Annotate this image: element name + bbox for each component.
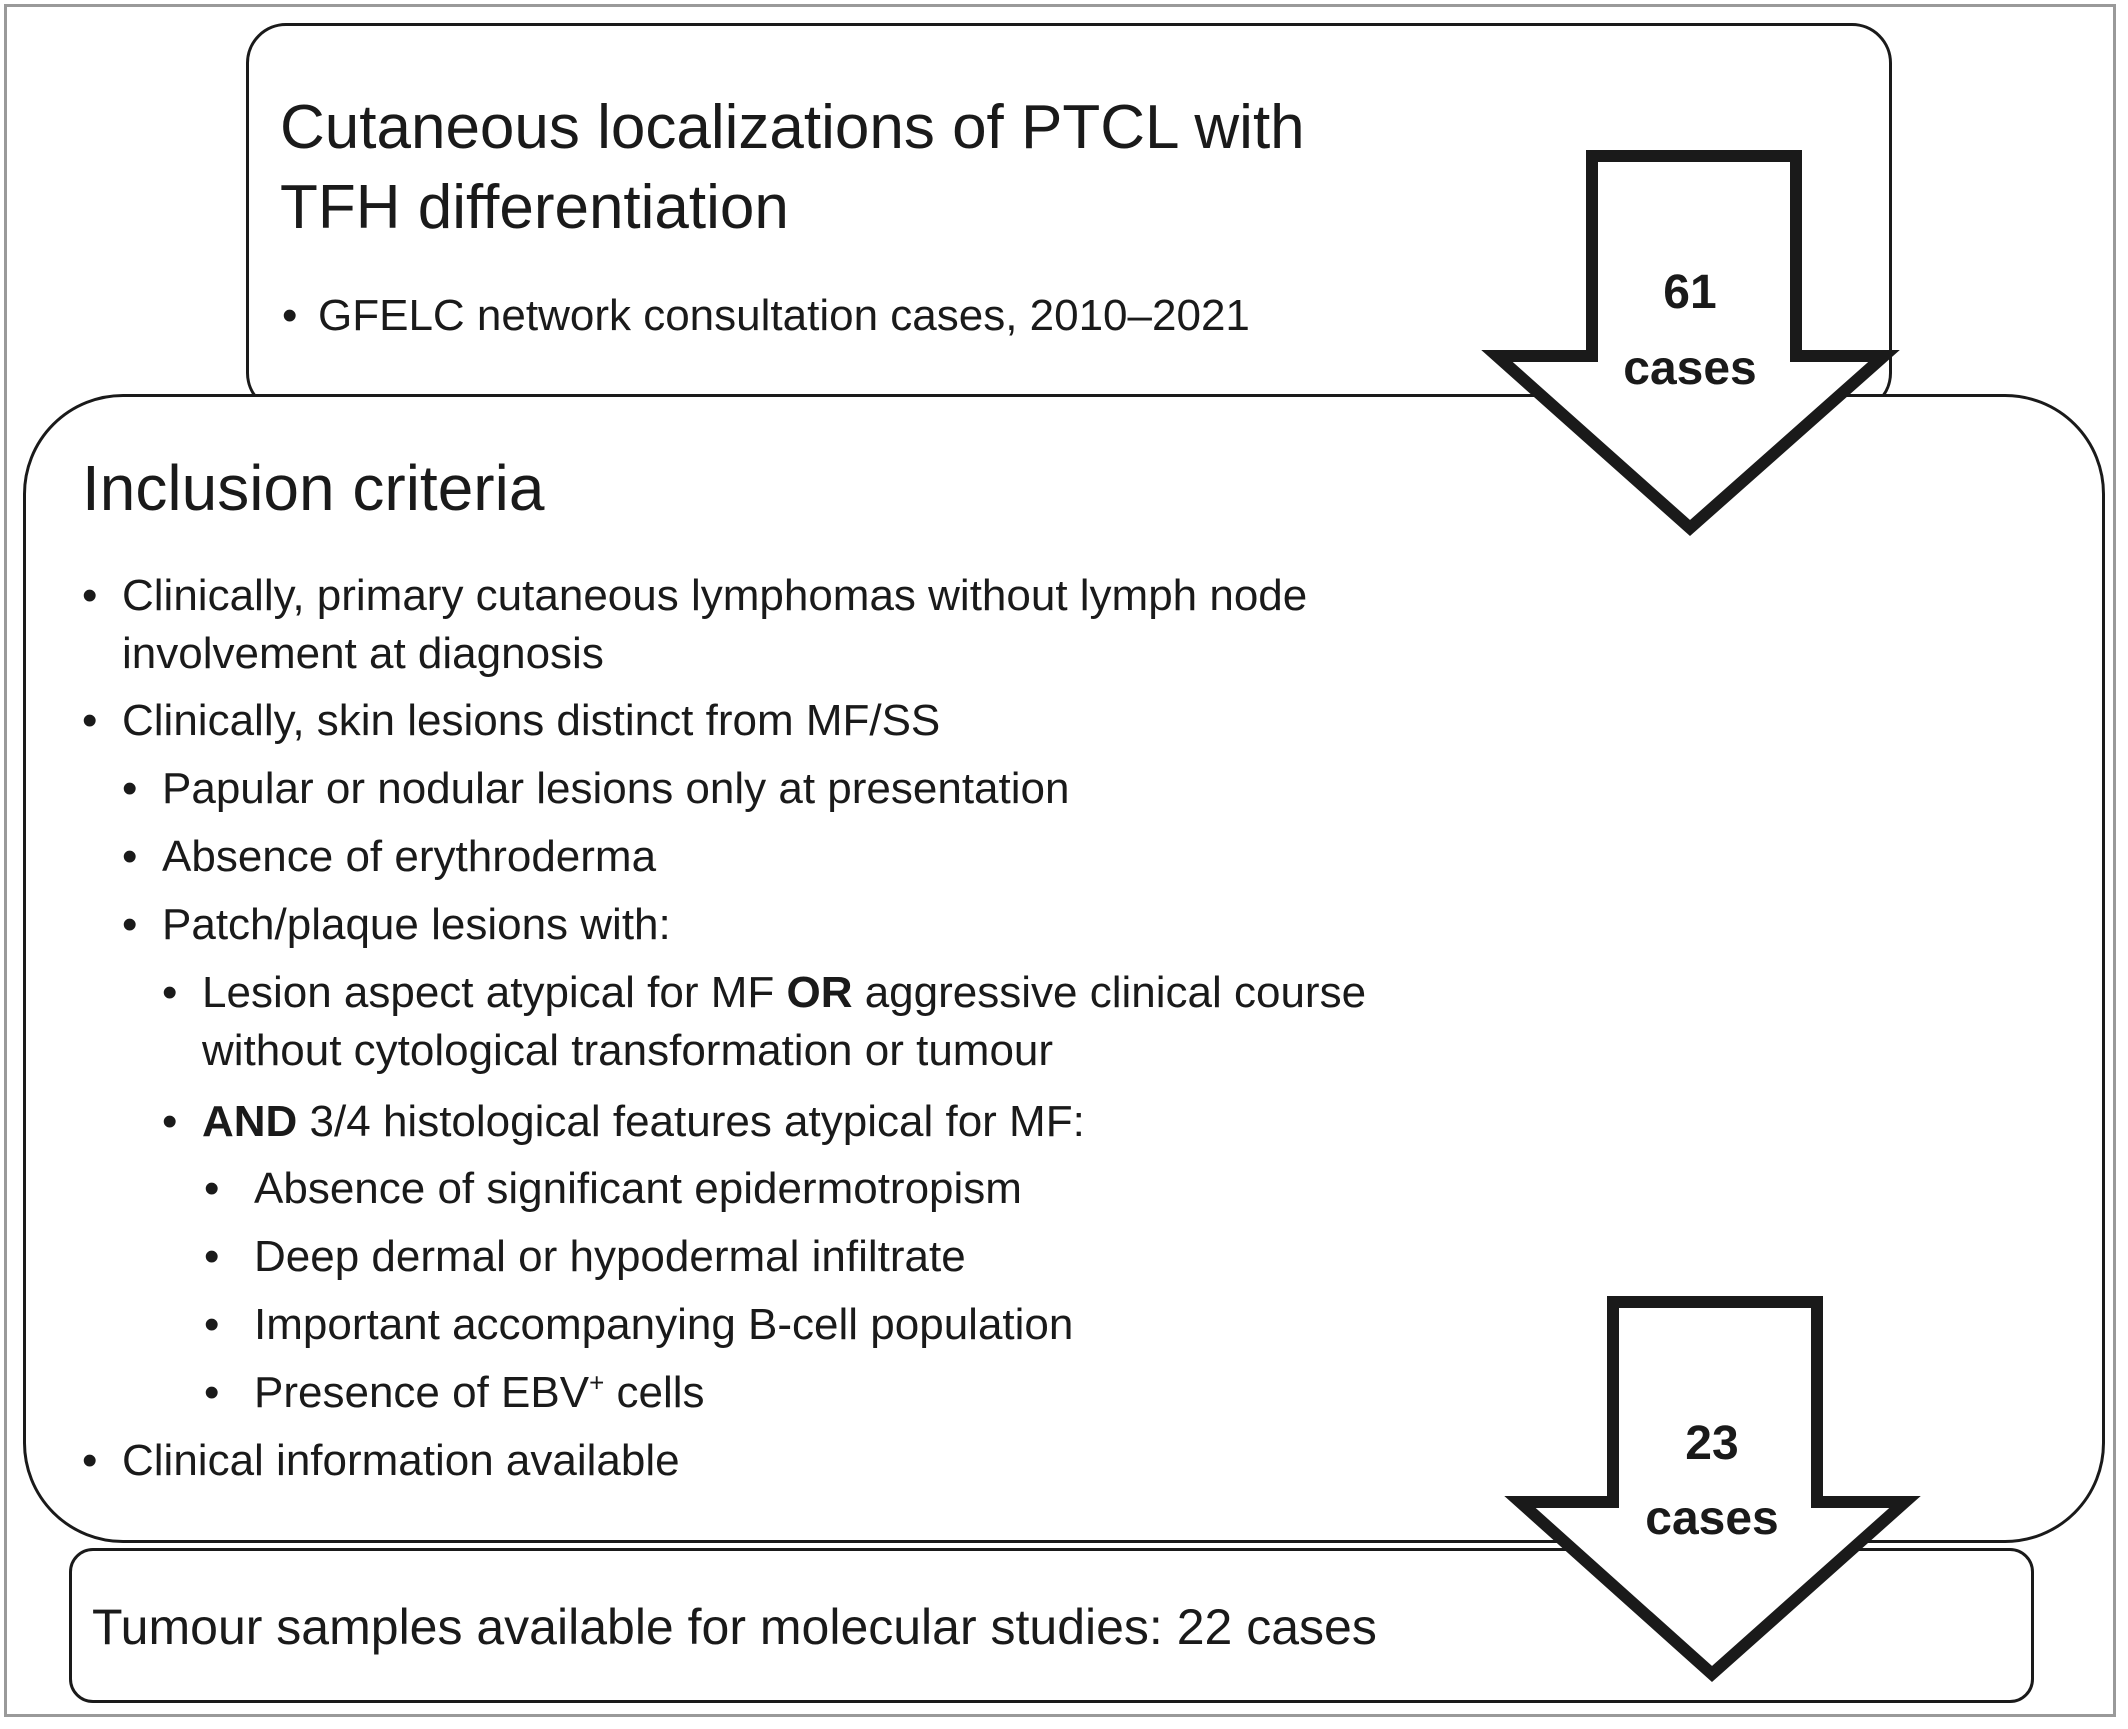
criterion-2a: Papular or nodular lesions only at prese… [162, 764, 1070, 813]
bullet-dot-icon: • [122, 832, 138, 881]
histo-feature-1: Absence of significant epidermotropism [254, 1164, 1022, 1213]
source-title-line2: TFH differentiation [280, 173, 789, 242]
inclusion-criteria-title: Inclusion criteria [82, 452, 545, 524]
criterion-2c1-post: aggressive clinical course [852, 968, 1367, 1017]
top-count-unit: cases [1623, 342, 1757, 395]
criterion-2c1-line2: without cytological transformation or tu… [202, 1026, 1054, 1075]
bottom-count: 23 [1685, 1417, 1739, 1470]
bottom-count-unit: cases [1645, 1492, 1779, 1545]
criterion-2c2-post: 3/4 histological features atypical for M… [297, 1097, 1085, 1146]
top-count: 61 [1663, 266, 1717, 319]
bullet-dot-icon: • [204, 1368, 220, 1417]
criterion-2b: Absence of erythroderma [162, 832, 657, 881]
source-title-line1: Cutaneous localizations of PTCL with [280, 93, 1305, 162]
criterion-2c1-line1: Lesion aspect atypical for MF OR aggress… [202, 964, 1366, 1022]
bullet-dot-icon: • [204, 1232, 220, 1281]
criterion-2c: Patch/plaque lesions with: [162, 900, 671, 949]
bullet-dot-icon: • [82, 696, 98, 745]
histo-feature-4-pre: Presence of EBV [254, 1368, 590, 1417]
source-bullet: GFELC network consultation cases, 2010–2… [318, 291, 1250, 340]
histo-feature-3: Important accompanying B-cell population [254, 1300, 1074, 1349]
bullet-dot-icon: • [282, 291, 298, 340]
bullet-dot-icon: • [162, 968, 178, 1017]
bullet-dot-icon: • [162, 1097, 178, 1146]
bullet-dot-icon: • [204, 1300, 220, 1349]
criterion-3: Clinical information available [122, 1436, 680, 1485]
criterion-2: Clinically, skin lesions distinct from M… [122, 696, 941, 745]
criterion-1-line2: involvement at diagnosis [122, 629, 604, 678]
criterion-2c1-pre: Lesion aspect atypical for MF [202, 968, 787, 1017]
bullet-dot-icon: • [204, 1164, 220, 1213]
down-arrow-bottom-icon [1504, 1296, 1921, 1683]
bullet-dot-icon: • [122, 764, 138, 813]
bullet-dot-icon: • [122, 900, 138, 949]
result-text: Tumour samples available for molecular s… [92, 1599, 1377, 1655]
criterion-1-line1: Clinically, primary cutaneous lymphomas … [122, 571, 1308, 620]
histo-feature-2: Deep dermal or hypodermal infiltrate [254, 1232, 966, 1281]
figure-frame [4, 4, 2116, 1717]
histo-feature-4-sup: + [589, 1367, 605, 1398]
down-arrow-top-icon [1481, 150, 1900, 537]
histo-feature-4-post: cells [604, 1368, 705, 1417]
criterion-2c1-or: OR [786, 968, 853, 1017]
bullet-dot-icon: • [82, 571, 98, 620]
criterion-2c2-and: AND [202, 1097, 298, 1146]
criterion-2c2: AND 3/4 histological features atypical f… [202, 1093, 1085, 1151]
bullet-dot-icon: • [82, 1436, 98, 1485]
histo-feature-4: Presence of EBV+ cells [254, 1364, 705, 1422]
